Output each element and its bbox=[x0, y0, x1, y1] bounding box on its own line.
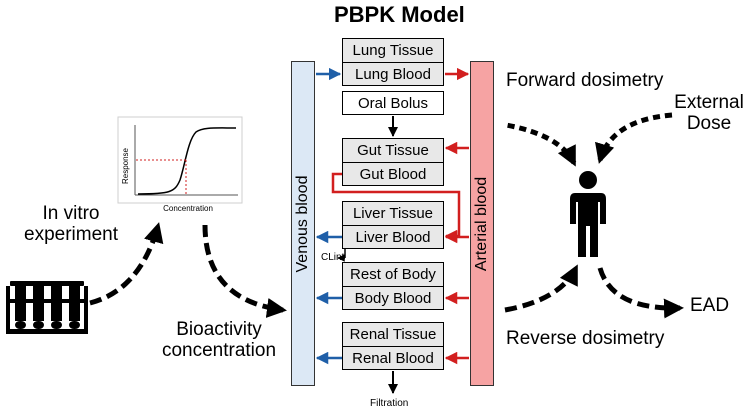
in-vitro-line1: In vitro bbox=[42, 203, 100, 224]
liver-blood-box: Liver Blood bbox=[342, 225, 444, 249]
arterial-blood-bar: Arterial blood bbox=[470, 61, 494, 386]
in-vitro-label: In vitro experiment bbox=[8, 203, 134, 246]
ead-label: EAD bbox=[690, 295, 730, 316]
plot-x-label: Concentration bbox=[163, 204, 213, 213]
gut-blood-box: Gut Blood bbox=[342, 162, 444, 186]
forward-dosimetry-arrow bbox=[505, 122, 577, 167]
dose-response-plot bbox=[117, 116, 243, 204]
diagram-title: PBPK Model bbox=[334, 2, 465, 27]
reverse-dosimetry-label: Reverse dosimetry bbox=[506, 328, 665, 349]
reverse-dosimetry-arrow bbox=[504, 264, 579, 313]
in-vitro-line2: experiment bbox=[24, 223, 118, 245]
person-icon bbox=[570, 171, 606, 257]
test-tubes-icon bbox=[6, 281, 88, 334]
liver-tissue-box: Liver Tissue bbox=[342, 201, 444, 226]
clint-label: CLint bbox=[321, 252, 345, 263]
filtration-label: Filtration bbox=[370, 398, 409, 409]
oral-bolus-box: Oral Bolus bbox=[342, 91, 444, 115]
external-dose-arrow bbox=[595, 112, 673, 164]
body-blood-box: Body Blood bbox=[342, 286, 444, 310]
renal-tissue-box: Renal Tissue bbox=[342, 322, 444, 347]
external-line2: Dose bbox=[686, 112, 732, 134]
bioactivity-label: Bioactivity concentration bbox=[150, 319, 288, 362]
venous-blood-bar: Venous blood bbox=[291, 61, 315, 386]
to-ead-arrow bbox=[597, 267, 684, 319]
external-line1: External bbox=[674, 92, 744, 113]
forward-dosimetry-label: Forward dosimetry bbox=[506, 70, 664, 91]
gut-to-liver-connector bbox=[331, 172, 461, 243]
lung-blood-box: Lung Blood bbox=[342, 62, 444, 86]
external-dose-label: External Dose bbox=[666, 92, 752, 135]
plot-y-label: Response bbox=[121, 147, 130, 184]
renal-blood-box: Renal Blood bbox=[342, 346, 444, 370]
plot-to-venous-arrow bbox=[202, 224, 287, 318]
tubes-to-plot-arrow bbox=[89, 222, 164, 306]
lung-tissue-box: Lung Tissue bbox=[342, 38, 444, 63]
bioactivity-line1: Bioactivity bbox=[176, 319, 262, 340]
rest-of-body-box: Rest of Body bbox=[342, 262, 444, 287]
bioactivity-line2: concentration bbox=[161, 339, 277, 361]
